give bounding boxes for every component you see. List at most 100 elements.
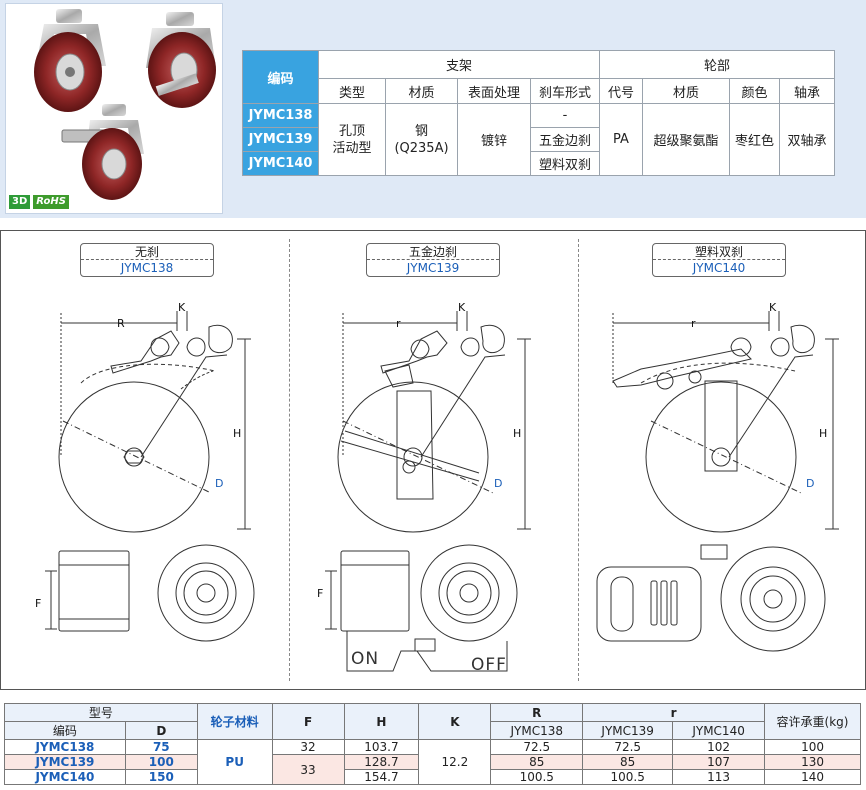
- dim-label-r: r: [396, 317, 401, 330]
- side-view-plastic-brake: [596, 311, 839, 652]
- spec-sub-surface: 表面处理: [457, 78, 531, 104]
- spec-group-wheel: 轮部: [599, 50, 835, 79]
- drawing-label-plastic-brake: 塑料双刹 JYMC140: [652, 243, 786, 277]
- dims-row-D: 150: [124, 769, 198, 785]
- dims-row-F: 32: [271, 739, 345, 755]
- dims-sub-r1: JYMC139: [582, 721, 674, 740]
- dims-header-wheel-material: 轮子材料: [196, 703, 273, 740]
- dims-row-r2: 107: [672, 754, 766, 770]
- caster-photos-illustration: [34, 9, 216, 200]
- caster-photo-plastic-brake: [61, 104, 144, 200]
- dims-row-code: JYMC138: [4, 739, 126, 755]
- spec-brake-cell: 塑料双刹: [530, 151, 600, 176]
- off-label: OFF: [471, 655, 507, 675]
- dims-row-H: 128.7: [343, 754, 420, 770]
- technical-drawing-area: 无刹 JYMC138 五金边刹 JYMC139 塑料双刹 JYMC140: [0, 230, 866, 690]
- dims-row-load: 130: [764, 754, 861, 770]
- spec-group-bracket: 支架: [318, 50, 600, 79]
- spec-sub-color: 颜色: [729, 78, 780, 104]
- spec-surface-cell: 镀锌: [457, 103, 531, 176]
- rohs-badge: RoHS: [33, 195, 69, 209]
- product-header-band: 3D RoHS 编码 支架 轮部 类型 材质 表面处理 刹车形式 代号 材质 颜…: [0, 0, 866, 218]
- dims-row-code: JYMC140: [4, 769, 126, 785]
- dims-row-H: 154.7: [343, 769, 420, 785]
- dims-row-r1: 100.5: [582, 769, 674, 785]
- spec-wheel-code-cell: PA: [599, 103, 643, 176]
- dim-label-H: H: [819, 427, 828, 440]
- spec-sub-bearing: 轴承: [779, 78, 835, 104]
- drawing-code: JYMC140: [692, 261, 746, 275]
- dim-label-F: F: [317, 587, 324, 600]
- dim-label-R: R: [117, 317, 125, 330]
- dim-label-r: r: [691, 317, 696, 330]
- spec-code-cell: JYMC140: [242, 151, 319, 176]
- product-photo-panel: 3D RoHS: [5, 3, 223, 214]
- spec-code-cell: JYMC139: [242, 127, 319, 152]
- dim-label-H: H: [513, 427, 522, 440]
- on-label: ON: [351, 649, 380, 669]
- dimensions-table: 型号 轮子材料 F H K R r 容许承重(kg) 编码 D JYMC138 …: [4, 703, 861, 785]
- dims-row-R: 85: [490, 754, 584, 770]
- dims-row-load: 140: [764, 769, 861, 785]
- dims-row-load: 100: [764, 739, 861, 755]
- dim-label-K: K: [178, 301, 186, 314]
- dims-header-F: F: [271, 703, 345, 740]
- side-view-no-brake: [45, 311, 255, 642]
- dims-row-R: 72.5: [490, 739, 584, 755]
- caster-photo-metal-brake: [146, 12, 216, 108]
- caster-photo-no-brake: [34, 9, 106, 112]
- drawing-separator: [289, 239, 290, 681]
- drawing-label-no-brake: 无刹 JYMC138: [80, 243, 214, 277]
- dim-label-F: F: [35, 597, 42, 610]
- dim-label-K: K: [458, 301, 466, 314]
- drawing-separator: [578, 239, 579, 681]
- spec-type-cell: 孔顶 活动型: [318, 103, 386, 176]
- drawing-label-metal-brake: 五金边刹 JYMC139: [366, 243, 500, 277]
- spec-table: 编码 支架 轮部 类型 材质 表面处理 刹车形式 代号 材质 颜色 轴承 JYM…: [242, 50, 835, 176]
- spec-bearing-cell: 双轴承: [779, 103, 835, 176]
- dims-sub-r2: JYMC140: [672, 721, 766, 740]
- spec-sub-wheel-material: 材质: [642, 78, 730, 104]
- spec-code-cell: JYMC138: [242, 103, 319, 128]
- dims-row-D: 75: [124, 739, 198, 755]
- dims-header-R: R: [490, 703, 584, 722]
- drawing-code: JYMC139: [406, 261, 460, 275]
- dims-header-load: 容许承重(kg): [764, 703, 861, 740]
- dims-K-value: 12.2: [418, 739, 492, 785]
- dims-row-D: 100: [124, 754, 198, 770]
- drawing-brake-name: 塑料双刹: [653, 244, 785, 260]
- dim-label-D: D: [806, 477, 815, 490]
- dims-row-r1: 85: [582, 754, 674, 770]
- dims-header-code: 编码: [4, 721, 126, 740]
- dims-row-R: 100.5: [490, 769, 584, 785]
- spec-brake-cell: -: [530, 103, 600, 128]
- drawing-brake-name: 五金边刹: [367, 244, 499, 260]
- dims-row-F: 33: [271, 754, 345, 785]
- dim-label-K: K: [769, 301, 777, 314]
- spec-material-cell: 钢 (Q235A): [385, 103, 458, 176]
- dims-row-r1: 72.5: [582, 739, 674, 755]
- drawing-brake-name: 无刹: [81, 244, 213, 260]
- spec-wheel-material-cell: 超级聚氨酯: [642, 103, 730, 176]
- dims-row-code: JYMC139: [4, 754, 126, 770]
- dim-label-D: D: [494, 477, 503, 490]
- dims-header-D: D: [124, 721, 198, 740]
- 3d-badge: 3D: [9, 195, 31, 209]
- dims-wheel-material: PU: [196, 739, 273, 785]
- spec-sub-code: 代号: [599, 78, 643, 104]
- drawing-code: JYMC138: [120, 261, 174, 275]
- spec-sub-type: 类型: [318, 78, 386, 104]
- dims-header-model: 型号: [4, 703, 198, 722]
- dims-header-r: r: [582, 703, 766, 722]
- dims-sub-R: JYMC138: [490, 721, 584, 740]
- dim-label-H: H: [233, 427, 242, 440]
- spec-sub-brake: 刹车形式: [530, 78, 600, 104]
- dims-row-r2: 113: [672, 769, 766, 785]
- spec-sub-material: 材质: [385, 78, 458, 104]
- caster-line-drawings: [45, 311, 839, 672]
- spec-code-header: 编码: [242, 50, 319, 104]
- spec-color-cell: 枣红色: [729, 103, 780, 176]
- dim-label-D: D: [215, 477, 224, 490]
- dims-header-K: K: [418, 703, 492, 740]
- dims-header-H: H: [343, 703, 420, 740]
